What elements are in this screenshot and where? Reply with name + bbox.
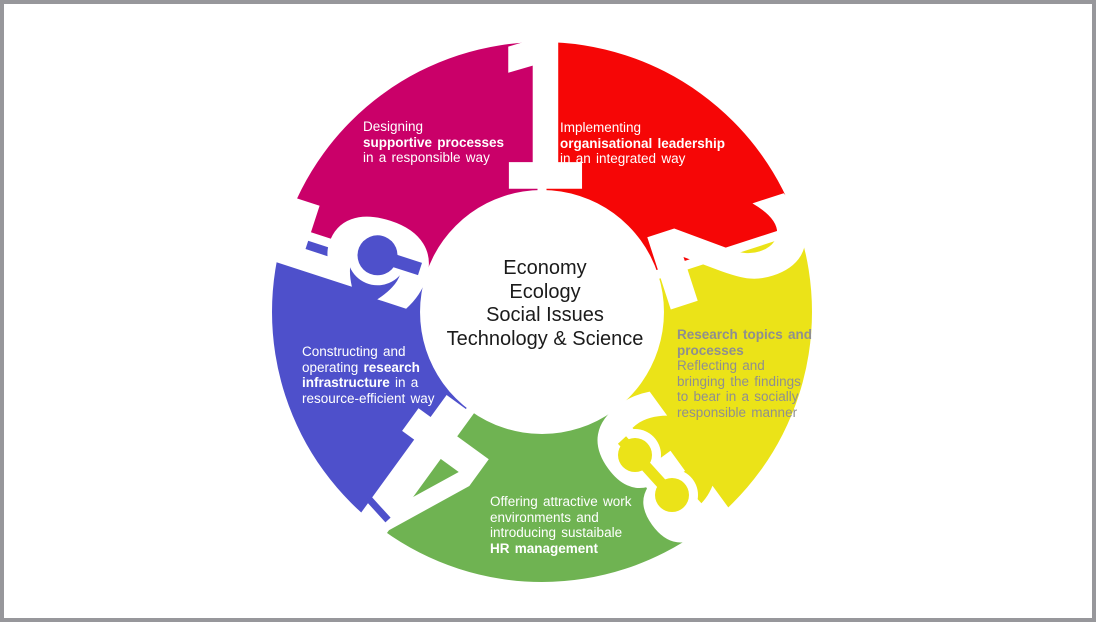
segment-yellow-shape [613, 228, 812, 531]
segment-label-run: responsible manner [677, 404, 798, 420]
center-label: Economy Ecology Social Issues Technology… [447, 257, 644, 351]
segment-label-line: Designing [363, 119, 504, 135]
segment-label-line: bringing the findings [677, 374, 812, 390]
knob-stem-bottom-left [365, 495, 391, 523]
center-line-social-issues: Social Issues [486, 304, 604, 326]
segment-label-line: Implementing [560, 120, 725, 136]
segment-label-run: HR management [490, 540, 599, 556]
segment-label-line: Reflecting and [677, 358, 812, 374]
center-line-economy: Economy [503, 257, 587, 279]
segment-label-run: research [363, 359, 420, 375]
segment-label-run: Constructing and [302, 344, 406, 359]
segment-label-line: HR management [490, 541, 632, 557]
segment-label-line: Offering attractive work [490, 494, 632, 510]
segment-label-run: processes [677, 342, 744, 358]
center-line-ecology: Ecology [509, 280, 581, 303]
segment-label-run: environments and [490, 509, 599, 525]
segment-label-run: Reflecting and [677, 358, 765, 373]
segment-label-line: Constructing and [302, 344, 435, 360]
segment-label-run: bringing the findings [677, 373, 801, 389]
separator-right [650, 221, 810, 281]
segment-label-run: Offering attractive work [490, 494, 632, 509]
segment-label-line: in a responsible way [363, 150, 504, 166]
segment-label-run: in an integrated way [560, 151, 686, 166]
segment-label-line: responsible manner [677, 405, 812, 421]
segment-label-run: to bear in a socially [677, 389, 799, 404]
segment-label-run: supportive processes [363, 134, 505, 150]
step-number-1: 1 [492, 0, 592, 237]
segment-label-line: Research topics and [677, 327, 812, 343]
segment-label-line: organisational leadership [560, 136, 725, 152]
segment-label-run: Implementing [560, 120, 642, 135]
segment-label-run: in a [389, 375, 419, 390]
segment-red-shape [542, 42, 799, 275]
segment-label-run: resource-efficient way [302, 390, 435, 406]
segment-label-line: processes [677, 343, 812, 359]
segment-label-line: supportive processes [363, 135, 504, 151]
segment-label-run: organisational leadership [560, 135, 726, 151]
center-line-technology-science: Technology & Science [446, 327, 644, 350]
segment-label-run: infrastructure [302, 375, 390, 390]
segment-blue-shape [272, 228, 471, 531]
segment-label-line: infrastructure in a [302, 375, 435, 391]
segment-label-line: introducing sustaibale [490, 525, 632, 541]
segment-label-run: Designing [363, 119, 424, 134]
segment-label-line: operating research [302, 360, 435, 376]
knob-circle-left [357, 235, 398, 276]
knob-circle-bottom-right-1 [618, 438, 652, 472]
segment-label-line: to bear in a socially [677, 389, 812, 405]
segment-label-run: operating [302, 359, 364, 375]
segment-pink-shape [285, 41, 542, 275]
segment-label-run: introducing sustaibale [490, 525, 623, 540]
segment-label-line: resource-efficient way [302, 391, 435, 407]
segment-label-run: Research topics and [677, 327, 813, 342]
segment-label-line: in an integrated way [560, 151, 725, 167]
separator-bottom-left [373, 403, 478, 542]
segment-label-run: in a responsible way [363, 150, 490, 165]
knob-circle-bottom-right-2 [655, 478, 689, 512]
segment-label-line: environments and [490, 510, 632, 526]
